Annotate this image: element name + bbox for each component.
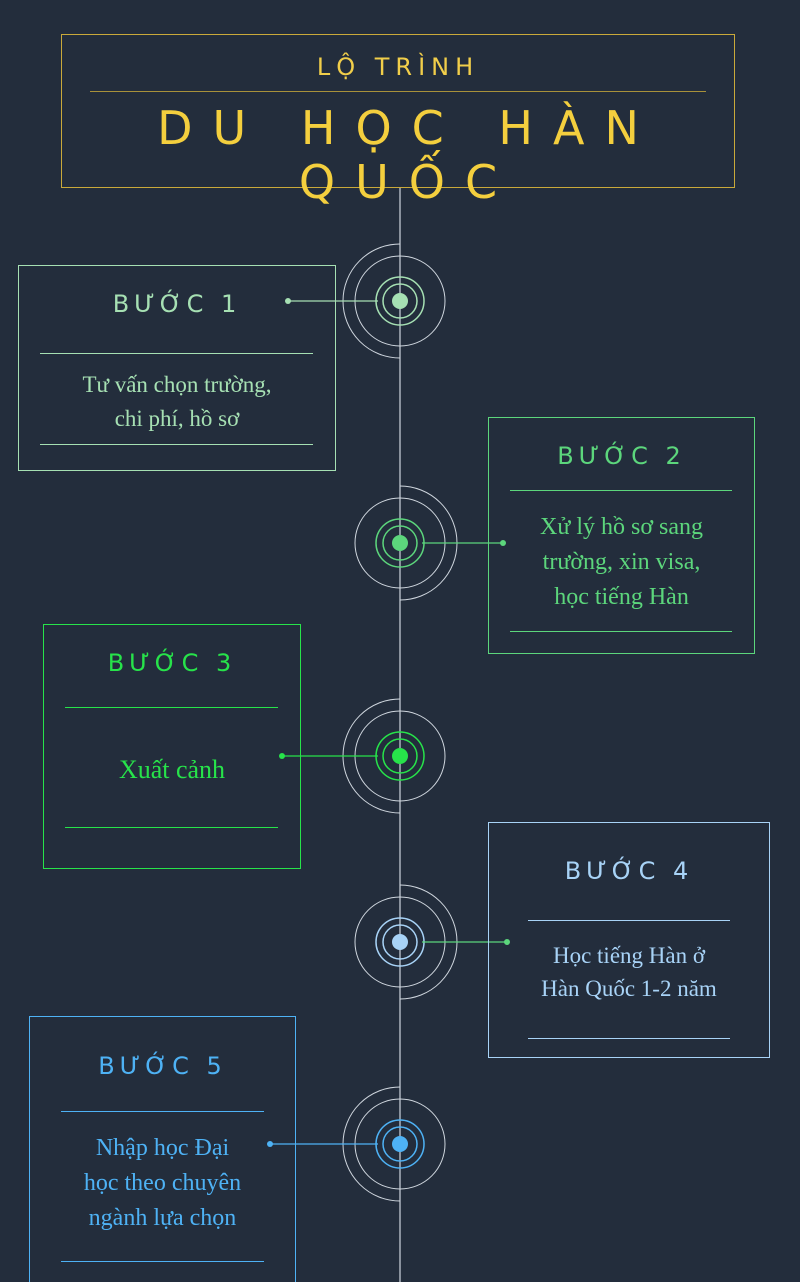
step-1-description: Tư vấn chọn trường, chi phí, hồ sơ (19, 368, 335, 436)
step-2-top-rule (510, 490, 732, 491)
node-3-connector-dot (279, 753, 285, 759)
step-5-desc-line-1: Nhập học Đại (95, 1135, 230, 1161)
step-5-label: BƯỚC 5 (98, 1052, 227, 1080)
title-subtitle: LỘ TRÌNH (316, 53, 480, 81)
step-2-desc-line-2: trường, xin visa, (542, 549, 701, 575)
step-1-desc-line-2: chi phí, hồ sơ (114, 406, 240, 431)
step-3-desc-line-1: Xuất cảnh (118, 755, 226, 784)
step-4-card: BƯỚC 4 Học tiếng Hàn ở Hàn Quốc 1-2 năm (488, 822, 770, 1058)
step-3-description: Xuất cảnh (44, 753, 300, 787)
node-2-dot (392, 535, 408, 551)
node-5-connector-dot (267, 1141, 273, 1147)
timeline-node-1 (285, 243, 446, 359)
step-1-desc-line-1: Tư vấn chọn trường, (82, 372, 272, 397)
step-1-top-rule (40, 353, 313, 354)
step-4-desc-line-2: Hàn Quốc 1-2 năm (541, 976, 717, 1001)
step-3-top-rule (65, 707, 278, 708)
node-4-dot (392, 934, 408, 950)
title-box: LỘ TRÌNH DU HỌC HÀN QUỐC (61, 34, 735, 209)
node-1-ring-core (382, 283, 418, 319)
node-2-ring-core (382, 525, 418, 561)
node-5-ring-core (382, 1126, 418, 1162)
step-5-top-rule (61, 1111, 264, 1112)
step-3-label: BƯỚC 3 (107, 649, 237, 677)
page-title: DU HỌC HÀN QUỐC (157, 101, 659, 209)
node-4-ring-core (382, 924, 418, 960)
step-5-bottom-rule (61, 1261, 264, 1262)
step-2-description: Xử lý hồ sơ sang trường, xin visa, học t… (489, 510, 754, 615)
step-5-card: BƯỚC 5 Nhập học Đại học theo chuyên ngàn… (29, 1016, 296, 1282)
node-4-connector-dot (504, 939, 510, 945)
node-1-connector-dot (285, 298, 291, 304)
step-5-desc-line-3: ngành lựa chọn (88, 1205, 237, 1231)
node-1-dot (392, 293, 408, 309)
timeline-node-2 (354, 485, 506, 601)
step-1-label: BƯỚC 1 (112, 290, 242, 318)
step-2-label: BƯỚC 2 (557, 442, 686, 470)
step-3-card: BƯỚC 3 Xuất cảnh (43, 624, 301, 869)
step-5-description: Nhập học Đại học theo chuyên ngành lựa c… (30, 1131, 295, 1236)
node-2-connector-dot (500, 540, 506, 546)
step-4-label: BƯỚC 4 (564, 857, 694, 885)
step-5-desc-line-2: học theo chuyên (83, 1170, 242, 1196)
step-4-bottom-rule (528, 1038, 730, 1039)
step-2-desc-line-3: học tiếng Hàn (554, 584, 689, 610)
timeline-node-4 (354, 884, 510, 1000)
timeline-node-5 (267, 1086, 446, 1202)
step-3-bottom-rule (65, 827, 278, 828)
step-4-top-rule (528, 920, 730, 921)
node-3-ring-core (382, 738, 418, 774)
step-4-desc-line-1: Học tiếng Hàn ở (552, 943, 706, 968)
node-3-dot (392, 748, 408, 764)
step-2-bottom-rule (510, 631, 732, 632)
step-2-card: BƯỚC 2 Xử lý hồ sơ sang trường, xin visa… (488, 417, 755, 654)
title-divider (90, 91, 706, 92)
step-1-bottom-rule (40, 444, 313, 445)
step-1-card: BƯỚC 1 Tư vấn chọn trường, chi phí, hồ s… (18, 265, 336, 471)
step-2-desc-line-1: Xử lý hồ sơ sang (539, 514, 704, 540)
timeline-node-3 (279, 698, 446, 814)
step-4-description: Học tiếng Hàn ở Hàn Quốc 1-2 năm (489, 939, 769, 1005)
node-5-dot (392, 1136, 408, 1152)
